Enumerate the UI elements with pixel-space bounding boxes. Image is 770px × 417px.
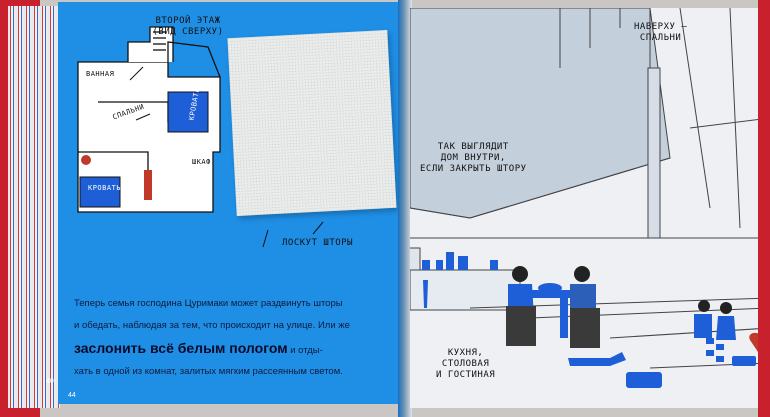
- curtain-fabric-sample: [227, 29, 397, 217]
- body-text-line-4: хать в одной из комнат, залитых мягким р…: [74, 366, 343, 377]
- fabric-caption: лоскут шторы: [282, 238, 354, 248]
- caption-bedrooms-upstairs: наверху — спальни: [634, 22, 688, 43]
- page-number: 44: [68, 392, 76, 399]
- plan-label-bed-left: кровать: [88, 184, 122, 192]
- interior-illustration: [410, 8, 770, 388]
- right-page: наверху — спальни так выглядит дом внутр…: [410, 8, 770, 408]
- edge-page-number: 40: [46, 378, 54, 385]
- book-gutter: [398, 0, 412, 417]
- plan-label-bath: ванная: [86, 70, 115, 78]
- body-text-line-1: Теперь семья господина Цуримаки может ра…: [74, 298, 343, 309]
- bold-phrase: заслонить всё белым пологом: [74, 340, 288, 356]
- plan-label-wardrobe: шкаф: [192, 158, 211, 166]
- book-cover-edge-right: [758, 0, 770, 417]
- plan-title: второй этаж (вид сверху): [152, 16, 224, 37]
- caption-interior: так выглядит дом внутри, если закрыть шт…: [420, 142, 527, 174]
- bold-line-tail: и отды-: [287, 345, 323, 356]
- page-stack: [8, 6, 60, 408]
- body-text-line-2: и обедать, наблюдая за тем, что происход…: [74, 320, 350, 331]
- caption-kitchen: кухня, столовая и гостиная: [436, 348, 496, 380]
- floor-plan-drawing: [77, 26, 324, 248]
- body-text-line-3: заслонить всё белым пологом и отды-: [74, 340, 323, 358]
